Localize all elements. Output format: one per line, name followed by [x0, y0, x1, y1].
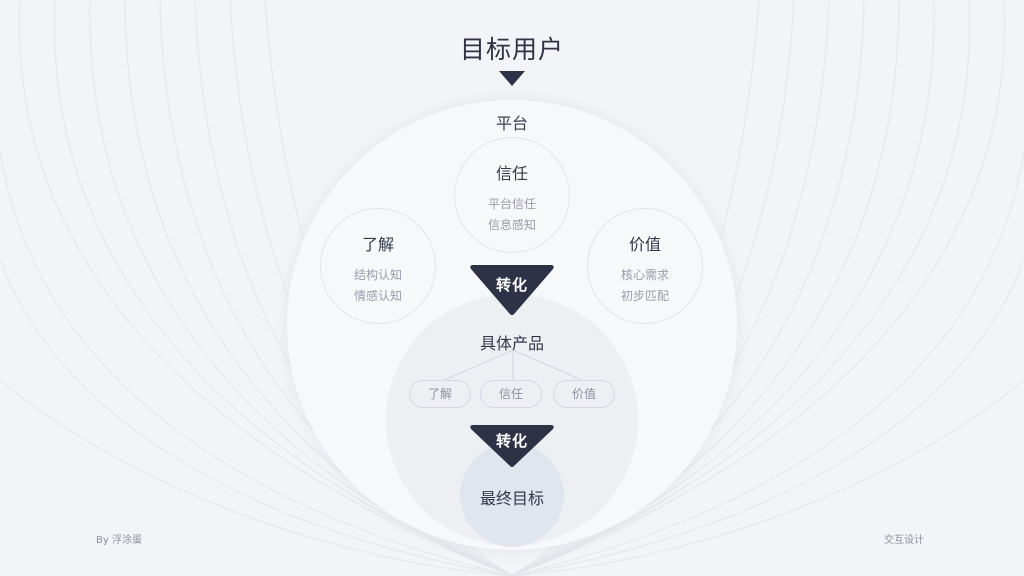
- author-credit: By 浮涂蛋: [96, 535, 142, 546]
- product-pill-value: 价值: [553, 380, 615, 408]
- factor-understand-circle: 了解 结构认知 情感认知: [320, 208, 436, 324]
- conversion-arrow-2: 转化: [469, 425, 555, 475]
- conversion-label: 转化: [495, 276, 528, 294]
- factor-value-circle: 价值 核心需求 初步匹配: [587, 208, 703, 324]
- category-label: 交互设计: [884, 535, 924, 546]
- product-connector-lines: [439, 350, 587, 383]
- factor-title: 信任: [495, 164, 528, 183]
- product-pill-trust: 信任: [480, 380, 542, 408]
- product-label: 具体产品: [479, 334, 544, 353]
- platform-label: 平台: [495, 114, 528, 133]
- conversion-arrow-1: 转化: [469, 265, 555, 315]
- factor-trust-circle: 信任 平台信任 信息感知: [454, 137, 570, 253]
- factor-detail: 信息感知: [487, 218, 536, 232]
- down-arrow-icon: [499, 71, 525, 86]
- factor-detail: 初步匹配: [620, 289, 669, 303]
- final-goal-label: 最终目标: [479, 489, 544, 508]
- down-triangle-icon: [470, 425, 554, 467]
- factor-detail: 情感认知: [353, 289, 402, 303]
- factor-detail: 平台信任: [487, 197, 536, 211]
- factor-title: 了解: [361, 235, 394, 254]
- down-triangle-icon: [470, 265, 554, 315]
- factor-detail: 结构认知: [353, 268, 402, 282]
- page-title: 目标用户: [459, 35, 564, 64]
- conversion-label: 转化: [495, 432, 528, 450]
- product-pill-understand: 了解: [409, 380, 471, 408]
- factor-detail: 核心需求: [620, 268, 669, 282]
- factor-title: 价值: [628, 235, 661, 254]
